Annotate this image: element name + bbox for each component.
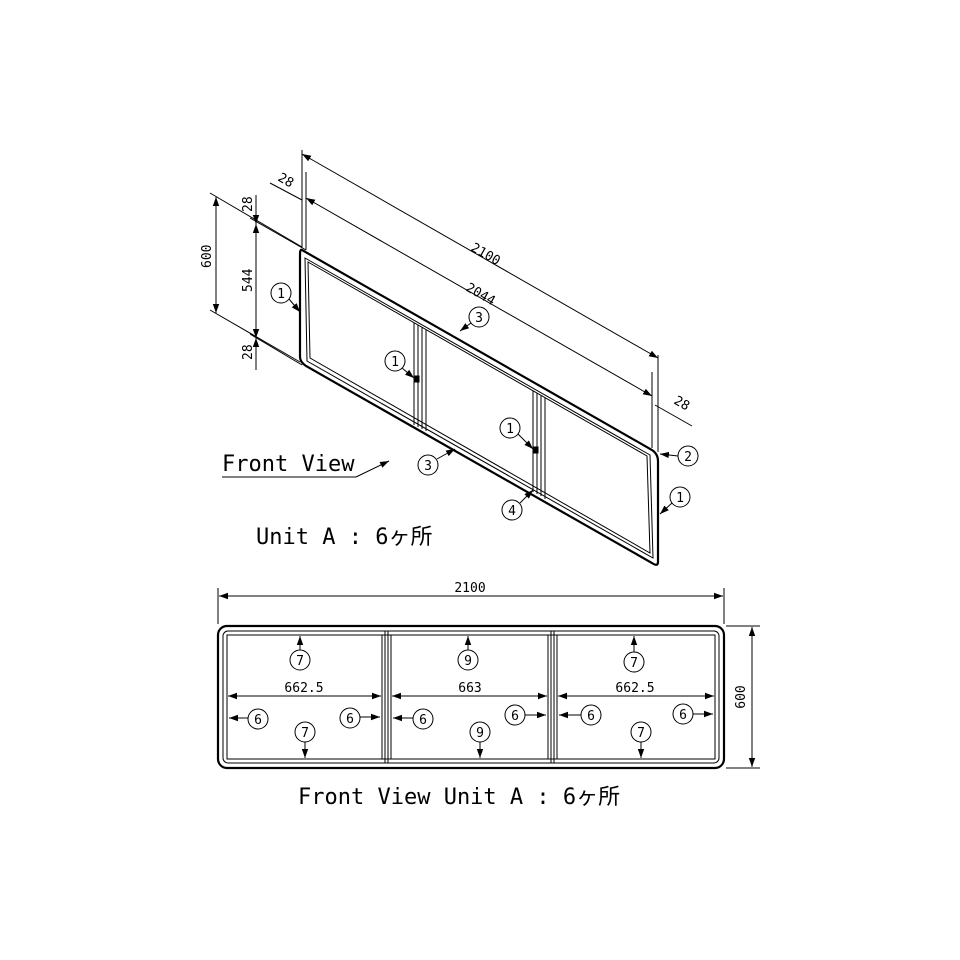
iso-hardware-2 [533, 446, 539, 454]
balloon-iso-3-bottom-label: 3 [424, 459, 432, 474]
dim-front-bay2: 663 [458, 681, 481, 696]
balloon-front-bottom-2 [469, 721, 491, 758]
front-outer-frame [216, 624, 726, 770]
front-dimension-labels: 2100 600 662.5 663 662.5 [284, 581, 749, 709]
dim-front-600: 600 [734, 685, 749, 708]
iso-mullion-2 [532, 391, 546, 499]
balloon-front-r3 [672, 703, 713, 725]
front-mullion-2 [547, 631, 558, 763]
iso-hardware-1 [414, 375, 420, 383]
balloon-iso-3-bottom [417, 448, 456, 476]
iso-dimensions [209, 150, 693, 452]
dim-front-2100: 2100 [454, 581, 485, 596]
front-frame-inner-1 [222, 630, 720, 764]
dim-iso-2100: 2100 [468, 240, 503, 269]
dim-front-bay1: 662.5 [284, 681, 323, 696]
balloon-front-top-1 [289, 636, 311, 671]
balloon-front-r2 [504, 704, 546, 726]
balloon-front-r2-label: 6 [511, 709, 519, 724]
balloon-front-r1 [339, 707, 380, 729]
balloon-iso-1-mid1-label: 1 [391, 355, 399, 370]
balloon-front-l3 [559, 704, 602, 726]
balloon-iso-1-mid2 [499, 417, 534, 450]
balloon-front-l1-label: 6 [254, 713, 262, 728]
front-frame-inner-2 [226, 634, 716, 760]
balloon-iso-2-label: 2 [684, 450, 692, 465]
balloon-iso-1-mid2-label: 1 [506, 422, 514, 437]
iso-balloons [270, 282, 699, 521]
balloon-front-l1 [229, 708, 269, 730]
front-mullion-1 [381, 631, 392, 763]
balloon-front-r3-label: 6 [679, 708, 687, 723]
balloon-front-top-2-label: 9 [464, 654, 472, 669]
dim-front-bay3: 662.5 [615, 681, 654, 696]
balloon-iso-1-right-label: 1 [676, 491, 684, 506]
balloon-front-bottom-2-label: 9 [476, 726, 484, 741]
dim-iso-2044: 2044 [463, 280, 498, 309]
front-view-pointer [222, 460, 390, 478]
balloon-front-top-3-label: 7 [630, 656, 638, 671]
dim-iso-28-right: 28 [671, 393, 692, 414]
dim-iso-28-top: 28 [241, 196, 256, 212]
balloon-front-l2 [393, 708, 434, 730]
balloon-iso-2 [659, 445, 699, 467]
iso-outer-frame [298, 248, 660, 566]
balloon-front-l3-label: 6 [587, 709, 595, 724]
balloon-front-r1-label: 6 [346, 712, 354, 727]
dim-iso-28-bottom: 28 [241, 344, 256, 360]
balloon-front-top-2 [457, 636, 479, 671]
balloon-front-bottom-3 [630, 721, 652, 758]
balloon-iso-1-mid1 [384, 350, 415, 379]
iso-frame-inner-edge-2 [307, 261, 651, 554]
balloon-front-l2-label: 6 [419, 713, 427, 728]
front-view [216, 624, 726, 770]
balloon-iso-3-top-label: 3 [475, 311, 483, 326]
balloon-front-top-3 [623, 636, 645, 673]
iso-balloon-labels: 1 1 3 1 3 4 2 1 [277, 287, 692, 519]
balloon-front-bottom-1-label: 7 [301, 726, 309, 741]
front-balloon-labels: 7 9 7 6 6 6 6 6 6 7 9 7 [254, 654, 687, 741]
balloon-iso-3-top [459, 306, 490, 332]
front-view-caption: Front View Unit A : 6ヶ所 [298, 785, 620, 810]
iso-dimension-labels: 2100 2044 28 28 600 28 544 28 [200, 170, 692, 414]
balloon-iso-1-left-label: 1 [277, 287, 285, 302]
balloon-iso-4-label: 4 [508, 504, 516, 519]
unit-a-label: Unit A : 6ヶ所 [256, 525, 432, 550]
balloon-iso-1-left [270, 282, 301, 313]
balloon-front-top-1-label: 7 [296, 654, 304, 669]
front-dimensions [217, 588, 760, 769]
balloon-iso-1-right [659, 486, 691, 515]
dim-iso-600: 600 [200, 245, 215, 268]
iso-frame-inner-edge [304, 257, 654, 559]
dim-iso-544: 544 [241, 268, 256, 292]
balloon-front-bottom-3-label: 7 [637, 726, 645, 741]
balloon-iso-4 [501, 489, 534, 521]
front-view-label: Front View [222, 452, 355, 477]
front-balloons [229, 636, 713, 758]
balloon-front-bottom-1 [294, 721, 316, 758]
dim-iso-28-left: 28 [275, 170, 296, 191]
